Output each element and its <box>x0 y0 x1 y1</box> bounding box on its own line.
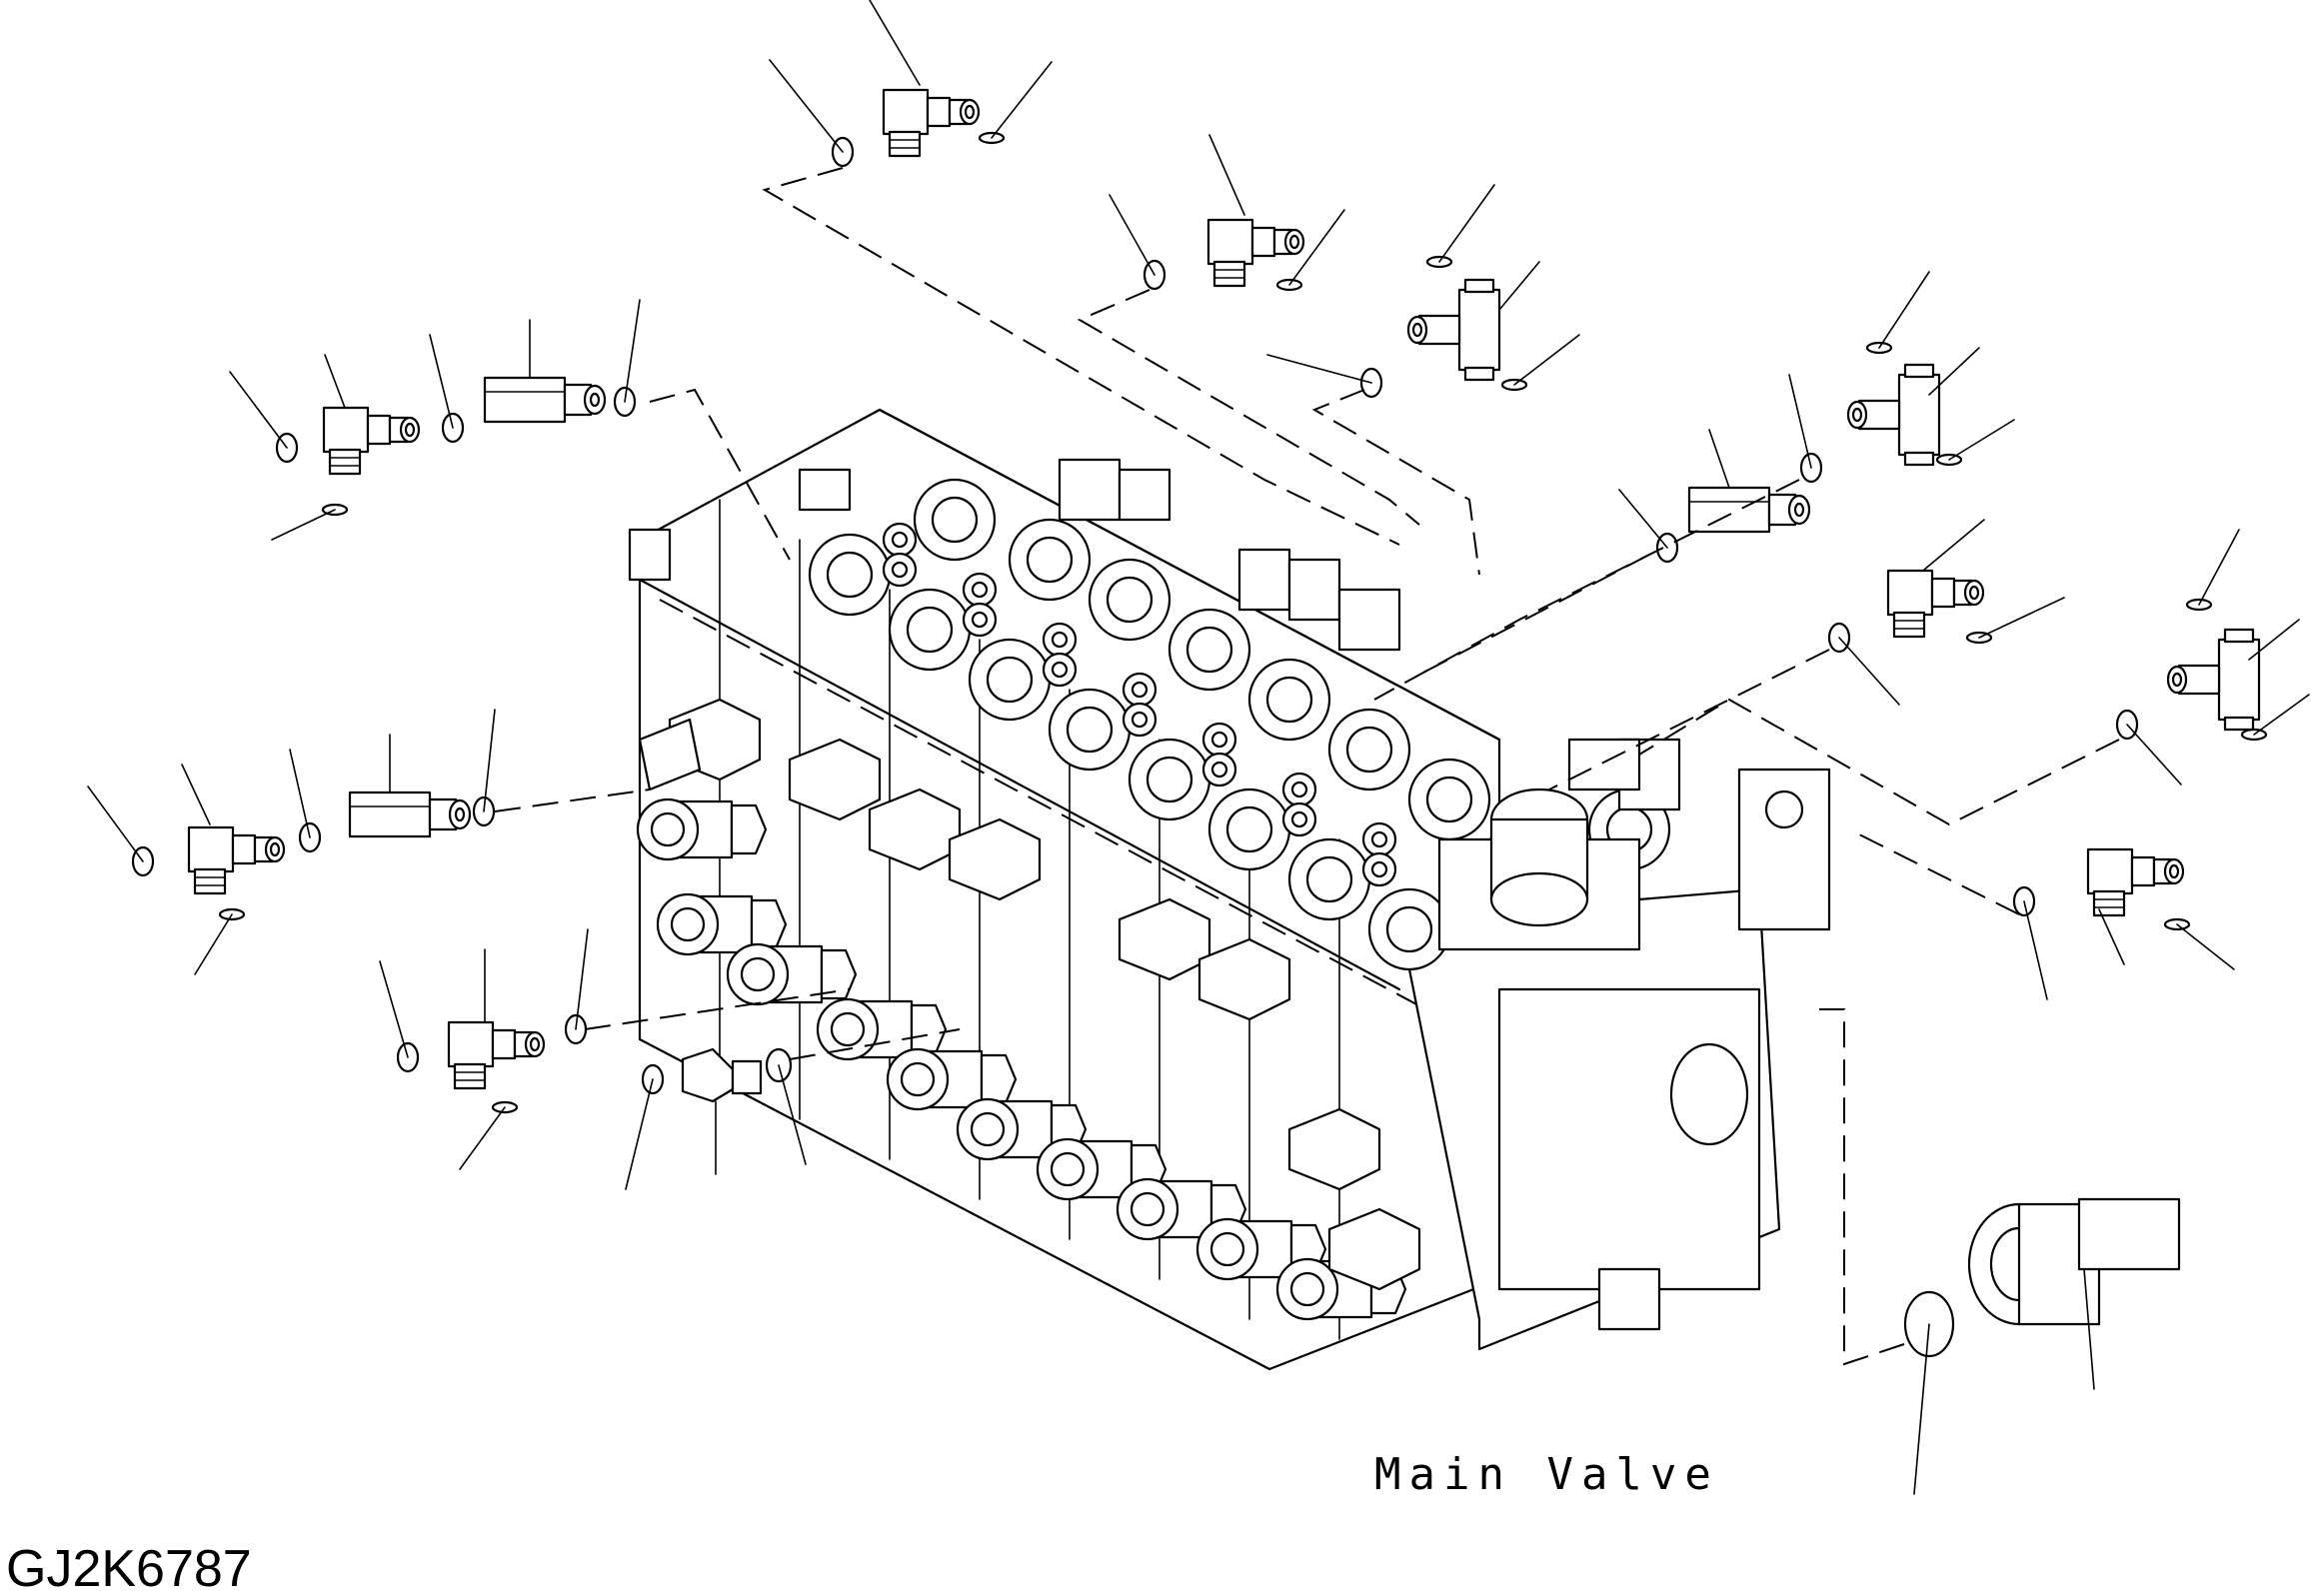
fittings <box>87 0 2310 1495</box>
valve-body <box>628 408 1831 1371</box>
diagram-caption: Main Valve <box>1374 1449 1719 1500</box>
figure-code: GJ2K6787 <box>6 1540 252 1596</box>
routing-lines <box>494 167 2120 1366</box>
